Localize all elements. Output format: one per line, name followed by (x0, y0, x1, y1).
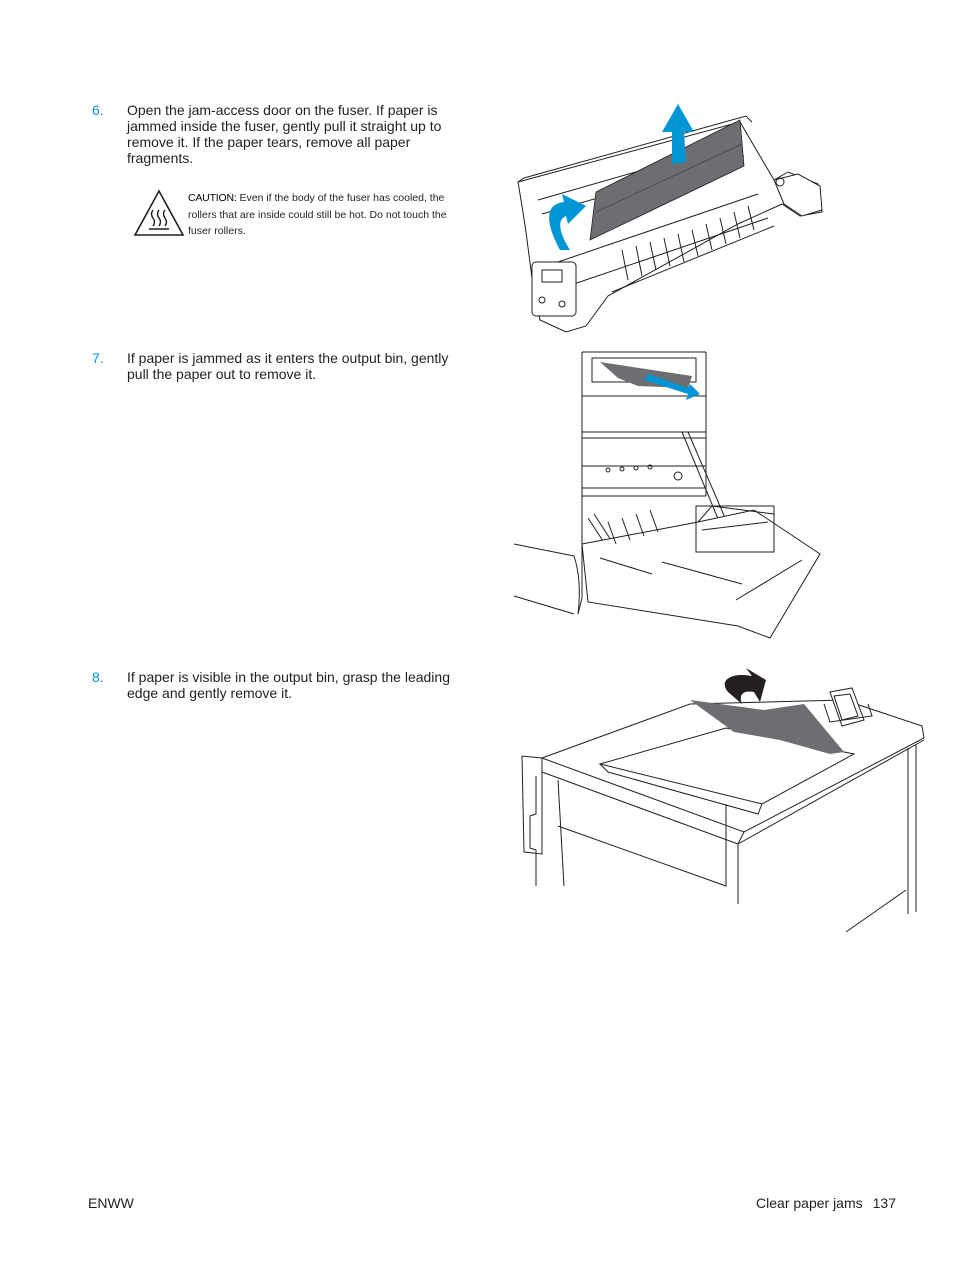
caution-text: Even if the body of the fuser has cooled… (188, 192, 447, 237)
output-bin-entry-jam-illustration (513, 351, 821, 639)
step-text: Open the jam-access door on the fuser. I… (127, 102, 442, 166)
step-text: If paper is jammed as it enters the outp… (127, 350, 449, 382)
hot-surface-warning-icon (133, 189, 185, 236)
footer-left-text: ENWW (88, 1195, 134, 1211)
footer-right: Clear paper jams 137 (756, 1194, 896, 1212)
step-text: If paper is visible in the output bin, g… (127, 669, 450, 701)
step-number: 8. (92, 669, 104, 685)
fuser-jam-illustration (517, 104, 823, 333)
section-title: Clear paper jams (756, 1195, 863, 1211)
caution-text-block: CAUTION: Even if the body of the fuser h… (188, 190, 450, 240)
step-number: 7. (92, 350, 104, 366)
page-number: 137 (872, 1195, 896, 1211)
output-bin-jam-illustration (521, 668, 925, 933)
step-number: 6. (92, 102, 104, 118)
caution-label: CAUTION: (188, 192, 237, 204)
caution-note: CAUTION: Even if the body of the fuser h… (132, 188, 452, 244)
